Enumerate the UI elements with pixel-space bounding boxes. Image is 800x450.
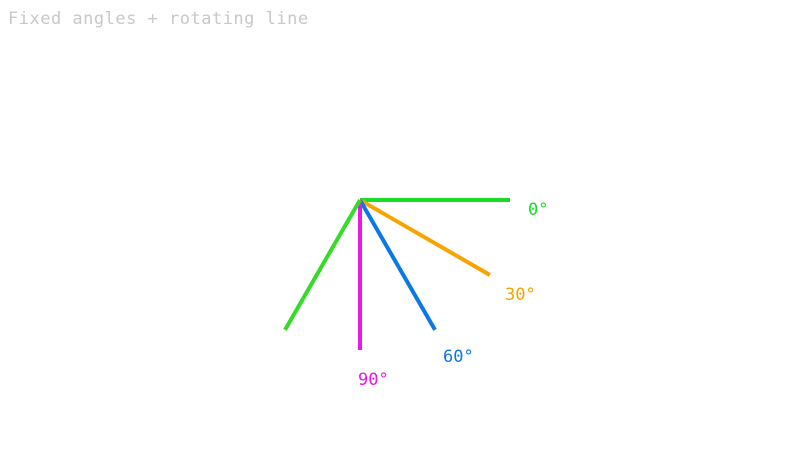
title-text: Fixed angles + rotating line [8, 9, 309, 29]
label-0: 0° [528, 200, 548, 220]
line-60-ray [358, 198, 437, 331]
line-30-ray [358, 198, 491, 277]
label-60: 60° [443, 347, 474, 367]
label-90: 90° [358, 370, 389, 390]
label-30: 30° [505, 285, 536, 305]
rotating-line [283, 198, 362, 331]
